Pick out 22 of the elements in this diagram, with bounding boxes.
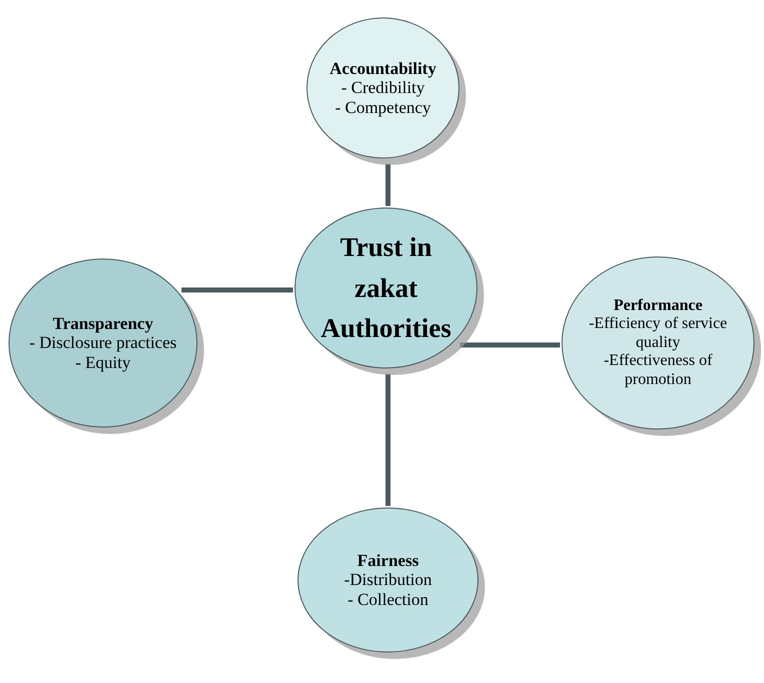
ellipse-node	[305, 16, 465, 164]
node-heading: Performance	[614, 297, 702, 316]
node-text: -Efficiency of service quality	[588, 315, 728, 352]
node-heading: Accountability	[330, 58, 436, 78]
connector-line	[386, 164, 390, 206]
node-text: -Effectiveness of promotion	[602, 352, 714, 389]
node-text: - Equity	[75, 352, 131, 372]
ellipse-node	[296, 506, 484, 658]
connector-line	[386, 374, 390, 506]
node-heading: Transparency	[52, 314, 154, 334]
node-text: - Credibility	[341, 78, 425, 98]
node-text: -Distribution	[344, 570, 432, 590]
ellipse-node	[7, 257, 203, 433]
ellipse-node	[560, 255, 760, 435]
node-text: - Competency	[335, 98, 431, 118]
node-text: - Disclosure practices	[29, 333, 177, 353]
connector-line	[182, 288, 293, 292]
node-text: - Collection	[348, 590, 428, 610]
connector-line	[460, 342, 560, 348]
node-heading: Trust in zakat Authorities	[320, 231, 452, 346]
node-heading: Fairness	[357, 550, 419, 570]
ellipse-node	[293, 206, 483, 374]
